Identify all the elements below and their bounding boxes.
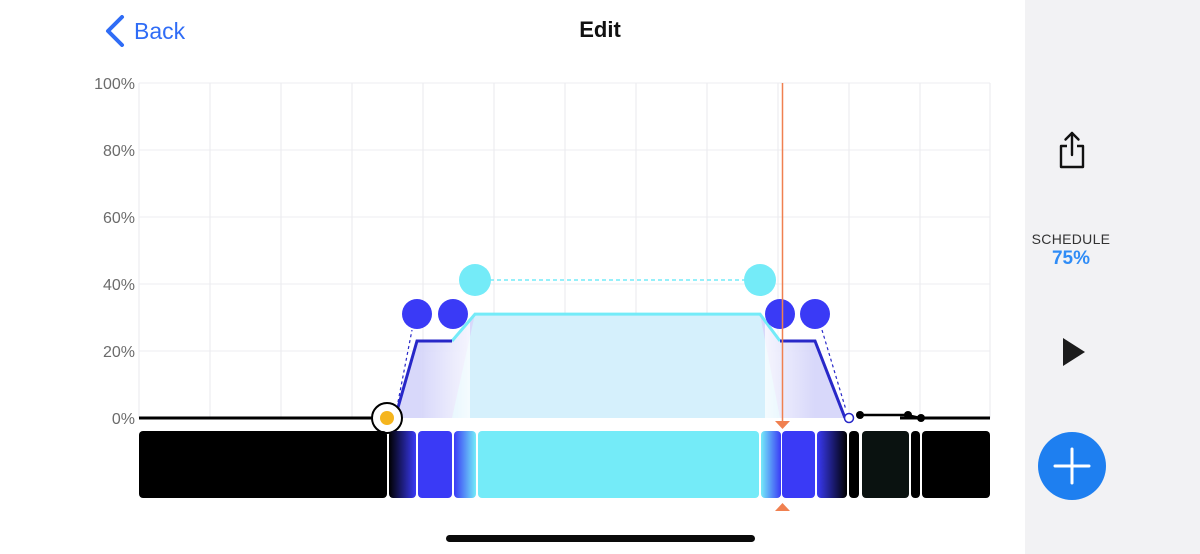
time-cursor-bottom-marker[interactable] [775,503,790,511]
y-tick-label: 40% [103,277,135,294]
timeline-segment[interactable] [922,431,990,498]
y-tick-label: 0% [112,411,135,428]
timeline-segment[interactable] [478,431,759,498]
timeline-segment[interactable] [418,431,452,498]
y-tick-label: 80% [103,143,135,160]
plus-icon [1053,447,1091,485]
time-cursor-top-marker [775,421,790,429]
cyan-handle[interactable] [744,264,776,296]
schedule-chart: 100% 80% 60% 40% 20% 0% [94,76,991,511]
schedule-indicator: SCHEDULE 75% [1025,231,1117,270]
timeline-segment[interactable] [139,431,387,498]
page-title-wrap: Edit [0,17,1200,43]
back-label: Back [134,17,186,44]
chevron-left-icon [106,15,124,47]
play-button[interactable] [1050,330,1094,374]
moon-icon[interactable] [843,412,855,424]
cyan-channel-area [452,314,780,418]
blue-handle[interactable] [438,299,468,329]
blue-handle[interactable] [765,299,795,329]
y-tick-label: 60% [103,210,135,227]
schedule-label: SCHEDULE [1031,231,1111,247]
timeline-strip[interactable] [139,431,990,498]
timeline-segment[interactable] [454,431,476,498]
timeline-segment[interactable] [849,431,859,498]
sunrise-icon[interactable] [371,402,403,434]
blue-dashed-connector [397,329,413,403]
y-axis-labels: 100% 80% 60% 40% 20% 0% [94,76,135,428]
share-icon [1059,131,1085,169]
y-tick-label: 100% [94,76,135,93]
add-button[interactable] [1038,432,1106,500]
page-title: Edit [579,17,621,42]
blue-handle[interactable] [800,299,830,329]
share-button[interactable] [1050,125,1094,175]
cyan-handle[interactable] [459,264,491,296]
black-handle[interactable] [856,411,864,419]
timeline-segment[interactable] [761,431,781,498]
blue-channel-line [393,339,847,419]
timeline-segment[interactable] [389,431,416,498]
y-tick-label: 20% [103,344,135,361]
timeline-segment[interactable] [862,431,909,498]
blue-dashed-connector [821,329,847,411]
timeline-segment[interactable] [911,431,920,498]
schedule-value: 75% [1051,248,1091,269]
blue-handle[interactable] [402,299,432,329]
home-indicator [446,535,755,542]
timeline-segment[interactable] [782,431,815,498]
back-button[interactable]: Back [104,14,185,48]
cyan-channel-line [450,312,782,342]
handle-connectors [397,279,847,411]
play-icon [1063,338,1085,366]
handles [402,264,925,422]
timeline-segment[interactable] [817,431,847,498]
